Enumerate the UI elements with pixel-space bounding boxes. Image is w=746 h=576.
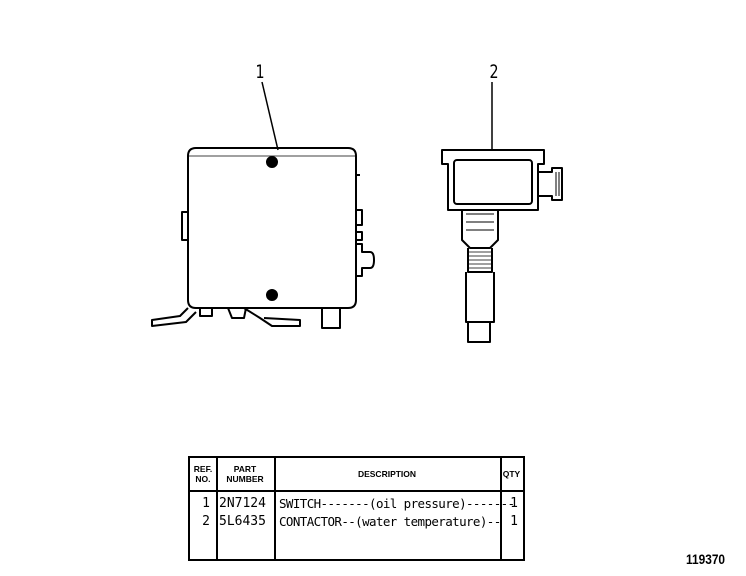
column-divider (274, 458, 502, 559)
water-temperature-contactor-drawing (441, 82, 563, 343)
callout-2: 2 (489, 61, 499, 83)
callout-1: 1 (255, 61, 265, 83)
qty-cell: 1 (510, 514, 518, 529)
ref-cell: 1 (202, 496, 210, 511)
column-divider (216, 458, 276, 559)
table-row: 2 5L6435 CONTACTOR--(water temperature)-… (190, 514, 523, 530)
header-qty: QTY (502, 469, 521, 479)
table-header (190, 458, 523, 492)
oil-pressure-switch-drawing (151, 81, 375, 329)
header-description: DESCRIPTION (357, 469, 417, 479)
description-cell: SWITCH-------(oil pressure)------- (279, 496, 515, 511)
header-ref-no: REF.NO. (193, 464, 213, 484)
column-divider (190, 458, 218, 559)
description-cell: CONTACTOR--(water temperature)-- (279, 514, 501, 529)
qty-cell: 1 (510, 496, 518, 511)
figure-number: 119370 (686, 551, 726, 567)
ref-cell: 2 (202, 514, 210, 529)
part-number-cell: 2N7124 (219, 496, 266, 511)
table-row: 1 2N7124 SWITCH-------(oil pressure)----… (190, 496, 523, 512)
part-number-cell: 5L6435 (219, 514, 266, 529)
